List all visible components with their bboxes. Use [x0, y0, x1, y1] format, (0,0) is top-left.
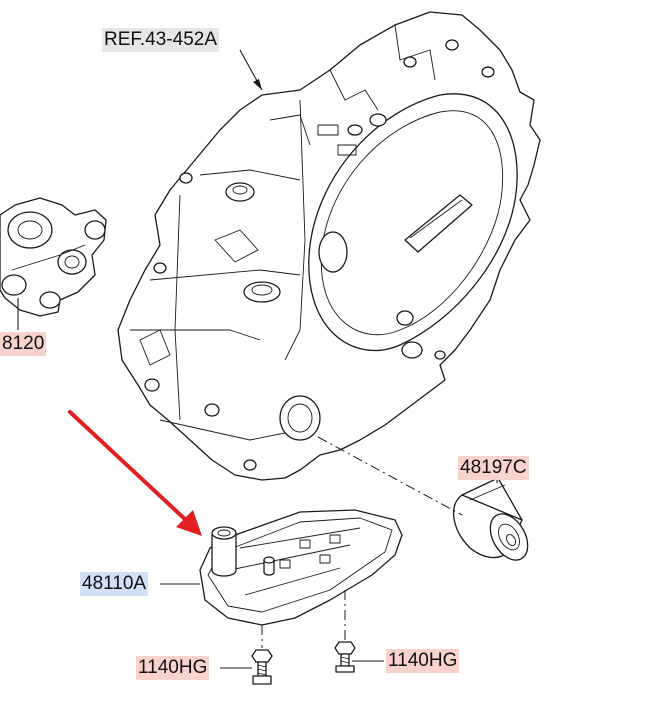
part-number-bolt-left: 1140HG: [136, 656, 210, 680]
part-number-bolt-right: 1140HG: [386, 649, 460, 673]
solenoid-valve-assembly: [0, 197, 107, 330]
bolt-right: [334, 641, 356, 673]
alignment-line: [317, 436, 463, 516]
oil-strainer: [199, 509, 403, 626]
bolt-left: [251, 649, 273, 685]
ref-label: REF.43-452A: [102, 28, 220, 52]
ref-arrowhead: [253, 79, 262, 90]
cylindrical-filter: [452, 477, 529, 561]
part-number-strainer[interactable]: 48110A: [80, 572, 149, 596]
transmission-housing: [117, 11, 541, 481]
part-number-filter: 48197C: [458, 456, 529, 480]
red-arrow-icon: [68, 410, 202, 536]
part-number-solenoid: 8120: [0, 332, 47, 356]
